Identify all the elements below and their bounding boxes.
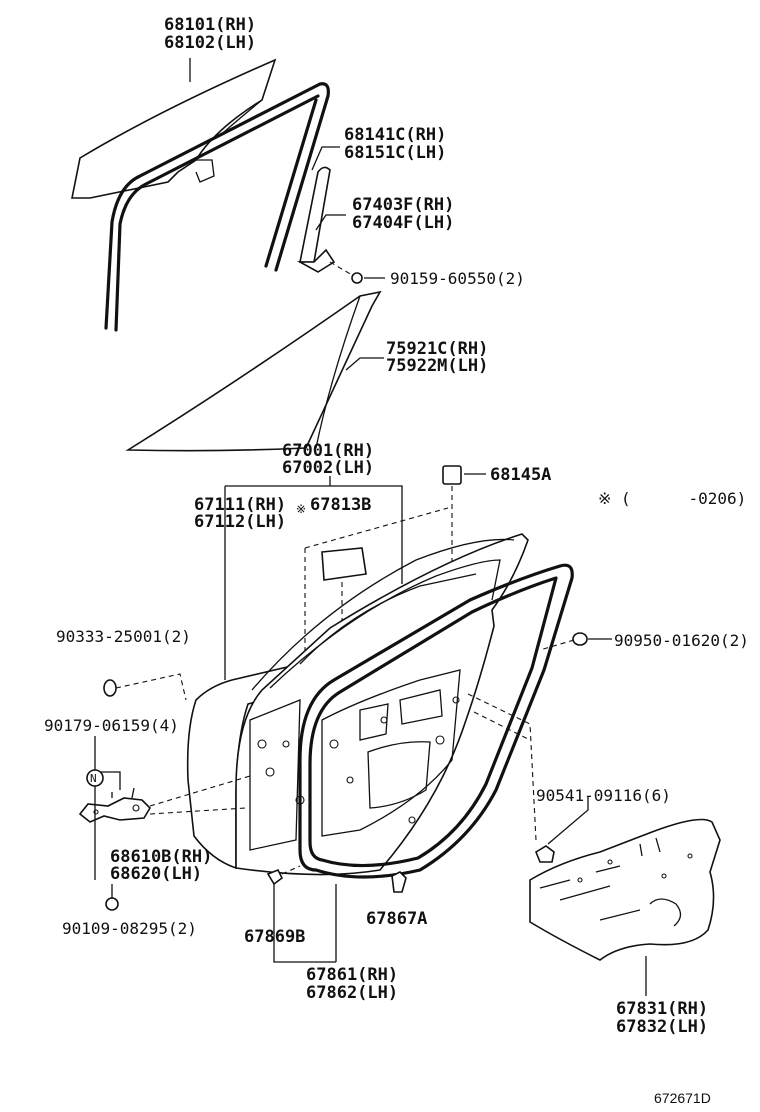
- clip-67869b-part: [266, 865, 336, 963]
- clip-67867a-part: [391, 871, 407, 893]
- leader-run-channel: [311, 146, 340, 171]
- leader-door-check-rays: [149, 775, 251, 815]
- label-frame-sash-lh: 67404F(LH): [352, 213, 455, 233]
- clip-a-part: [535, 845, 555, 863]
- label-check-rh: 68610B(RH): [110, 847, 213, 867]
- label-outer-panel-lh: 67112(LH): [194, 512, 287, 532]
- label-pad-68145a: 68145A: [490, 465, 552, 485]
- label-service-cover-lh: 67832(LH): [616, 1017, 709, 1037]
- nut-mark: N: [90, 772, 97, 785]
- label-check-lh: 68620(LH): [110, 864, 203, 884]
- door-check-part: [78, 787, 152, 823]
- label-bolt-a: 90179-06159(4): [44, 716, 179, 735]
- label-door-panel-rh: 67001(RH): [282, 441, 375, 461]
- weatherstrip-part: [298, 563, 574, 879]
- label-clip-a: 90541-09116(6): [536, 786, 671, 805]
- door-shell-part: [186, 533, 529, 876]
- label-clip-67867a: 67867A: [366, 909, 428, 929]
- label-plug-a: 90333-25001(2): [56, 627, 191, 646]
- bolt-b-part: [105, 884, 119, 911]
- plug-b-part: [572, 632, 588, 646]
- note-mark-67813b: ※: [296, 502, 307, 516]
- label-clip-67869b: 67869B: [244, 927, 306, 947]
- leader-plug-a: [115, 673, 187, 701]
- note-range: ※ ( -0206): [598, 489, 747, 508]
- service-hole-cover-part: [529, 818, 721, 961]
- label-bolt-b: 90109-08295(2): [62, 919, 197, 938]
- label-frame-sash-rh: 67403F(RH): [352, 195, 455, 215]
- label-plug-b: 90950-01620(2): [614, 631, 749, 650]
- label-door-panel-lh: 67002(LH): [282, 458, 375, 478]
- check-bracket: [94, 736, 121, 880]
- label-moulding-lh: 75922M(LH): [386, 356, 489, 376]
- label-service-cover-rh: 67831(RH): [616, 999, 709, 1019]
- moulding-part: [125, 290, 382, 452]
- screw-a-part: [329, 261, 363, 284]
- label-weatherstrip-lh: 67862(LH): [306, 983, 399, 1003]
- label-glass-lh: 68102(LH): [164, 33, 257, 53]
- door-glass-part: [71, 58, 277, 199]
- label-run-channel-rh: 68141C(RH): [344, 125, 447, 145]
- door-panel-bracket: [224, 485, 403, 680]
- nut-part: [86, 769, 104, 787]
- run-channel-part: [104, 82, 330, 332]
- leader-clip-a: [547, 796, 589, 845]
- label-pad-67813b: 67813B: [310, 495, 372, 515]
- label-moulding-rh: 75921C(RH): [386, 339, 489, 359]
- plug-a-part: [103, 679, 117, 697]
- leader-frame-sash: [315, 214, 346, 231]
- label-outer-panel-rh: 67111(RH): [194, 495, 287, 515]
- label-glass-rh: 68101(RH): [164, 15, 257, 35]
- label-run-channel-lh: 68151C(LH): [344, 143, 447, 163]
- frame-sash-part: [296, 166, 336, 273]
- leader-moulding: [345, 357, 384, 371]
- clip-guides: [467, 693, 537, 841]
- figure-code: 672671D: [654, 1090, 711, 1106]
- label-weatherstrip-rh: 67861(RH): [306, 965, 399, 985]
- label-screw-a: 90159-60550(2): [390, 269, 525, 288]
